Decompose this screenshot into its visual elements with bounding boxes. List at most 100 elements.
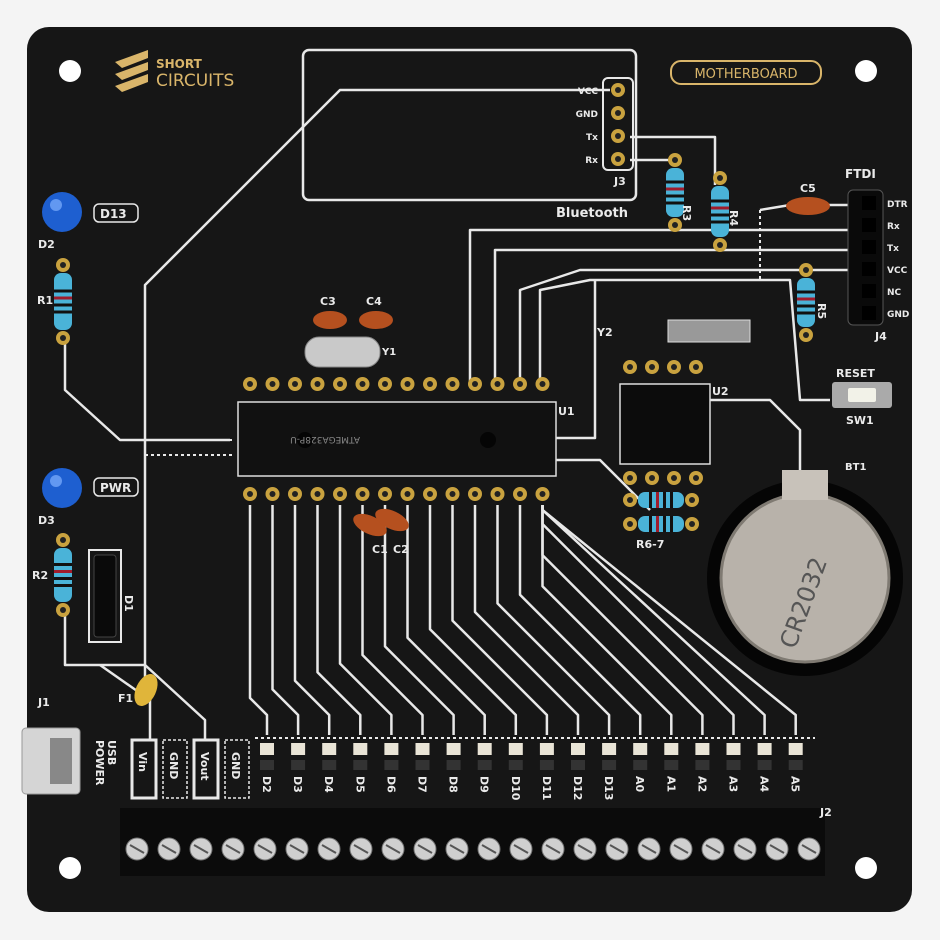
u1-atmega-chip: [237, 401, 557, 477]
reset-button-cap[interactable]: [848, 388, 876, 402]
smd-led: [260, 743, 274, 755]
sw1-label: SW1: [846, 414, 874, 427]
ftdi-pin[interactable]: [862, 240, 876, 254]
j4-ref: J4: [874, 330, 887, 343]
pad-hole: [404, 381, 411, 387]
pad-hole: [627, 475, 633, 481]
ftdi-pin[interactable]: [862, 306, 876, 320]
d13-tag-text: D13: [100, 207, 127, 221]
power-pin-frame: [130, 738, 158, 800]
pad-hole: [539, 381, 546, 387]
smd-led: [633, 743, 648, 755]
brand-line1: SHORT: [156, 57, 203, 71]
pad-hole: [803, 267, 809, 273]
j3-pin-label: GND: [576, 110, 598, 120]
resistor-band: [54, 296, 72, 300]
d2-led: [42, 192, 82, 232]
smd-resistor: [477, 760, 492, 770]
io-pin-label: D6: [384, 776, 397, 793]
ftdi-header[interactable]: [847, 189, 884, 326]
pad-hole: [649, 364, 655, 370]
c2-capacitor: [375, 508, 409, 532]
u2-label: U2: [712, 385, 729, 398]
pad-hole: [671, 475, 677, 481]
trace: [518, 505, 642, 735]
pad-hole: [671, 364, 677, 370]
io-pin-label: D12: [571, 776, 584, 800]
pad-hole: [689, 497, 695, 503]
pad-hole: [472, 381, 478, 387]
ftdi-pin[interactable]: [862, 284, 876, 298]
io-pin-label: A3: [727, 776, 740, 792]
d1-diode: [93, 554, 117, 638]
ftdi-pin[interactable]: [862, 262, 876, 276]
pad-hole: [615, 133, 621, 139]
trace: [338, 505, 393, 735]
io-pin-label: D11: [540, 776, 553, 800]
y1-crystal: [304, 336, 381, 368]
screw-slot: [321, 844, 337, 854]
screw-slot: [225, 844, 241, 854]
pad-hole: [359, 491, 366, 497]
ftdi-pin[interactable]: [862, 196, 876, 210]
ftdi-pin[interactable]: [862, 218, 876, 232]
smd-led: [322, 743, 337, 755]
ftdi-pin-label: Rx: [887, 222, 900, 232]
trace: [361, 505, 424, 735]
trace: [271, 505, 300, 735]
resistor-body: [54, 548, 72, 602]
r3-resistor: [666, 153, 684, 232]
pad-hole: [449, 491, 456, 497]
pwr-tag: [93, 477, 139, 497]
pad-hole: [404, 491, 411, 497]
led-highlight: [50, 475, 62, 487]
c3-label: C3: [320, 295, 336, 308]
y2-label: Y2: [596, 326, 613, 339]
resistor-band: [670, 516, 673, 532]
ftdi-pin-label: GND: [887, 310, 909, 320]
smd-resistor: [322, 760, 337, 770]
resistor-band: [711, 199, 729, 203]
pad-hole: [672, 222, 678, 228]
d13-tag: [93, 203, 139, 223]
board-title: MOTHERBOARD: [694, 67, 797, 82]
io-pin-label: A0: [633, 776, 646, 793]
screw-slot: [801, 844, 817, 854]
pad-hole: [60, 537, 66, 543]
chip-notch: [297, 432, 313, 448]
screw-slot: [673, 844, 689, 854]
power-pin-frame: [224, 739, 250, 799]
c5-capacitor: [786, 197, 830, 215]
screw-slot: [705, 844, 721, 854]
resistor-band: [666, 194, 684, 198]
pad-hole: [803, 332, 809, 338]
io-pin-label: A1: [664, 776, 677, 792]
pad-hole: [382, 491, 388, 497]
mounting-hole-icon: [59, 60, 81, 82]
pad-hole: [717, 175, 723, 181]
screw-slot: [609, 844, 625, 854]
io-pin-label: D8: [447, 776, 460, 793]
power-pin-label: GND: [167, 752, 180, 779]
r6-resistor: [623, 492, 699, 508]
r1-resistor: [54, 258, 72, 345]
j3-pin-label: VCC: [578, 87, 599, 97]
r7-resistor: [623, 516, 699, 532]
d3-label: D3: [38, 514, 55, 527]
pad-hole: [314, 381, 321, 387]
screw-slot: [513, 844, 529, 854]
io-pin-label: D2: [260, 776, 273, 793]
power-label: POWER: [93, 740, 106, 786]
j3-pin-label: Tx: [586, 133, 598, 143]
u1-label: U1: [558, 405, 575, 418]
resistor-body: [54, 273, 72, 330]
pad-hole: [649, 475, 655, 481]
brand-line2: CIRCUITS: [156, 71, 234, 91]
logo-icon: [115, 50, 148, 92]
screw-slot: [577, 844, 593, 854]
smd-led: [415, 743, 430, 755]
pad-hole: [627, 521, 633, 527]
r3-label: R3: [680, 205, 693, 221]
pad-hole: [292, 381, 298, 387]
smd-resistor: [757, 760, 772, 770]
